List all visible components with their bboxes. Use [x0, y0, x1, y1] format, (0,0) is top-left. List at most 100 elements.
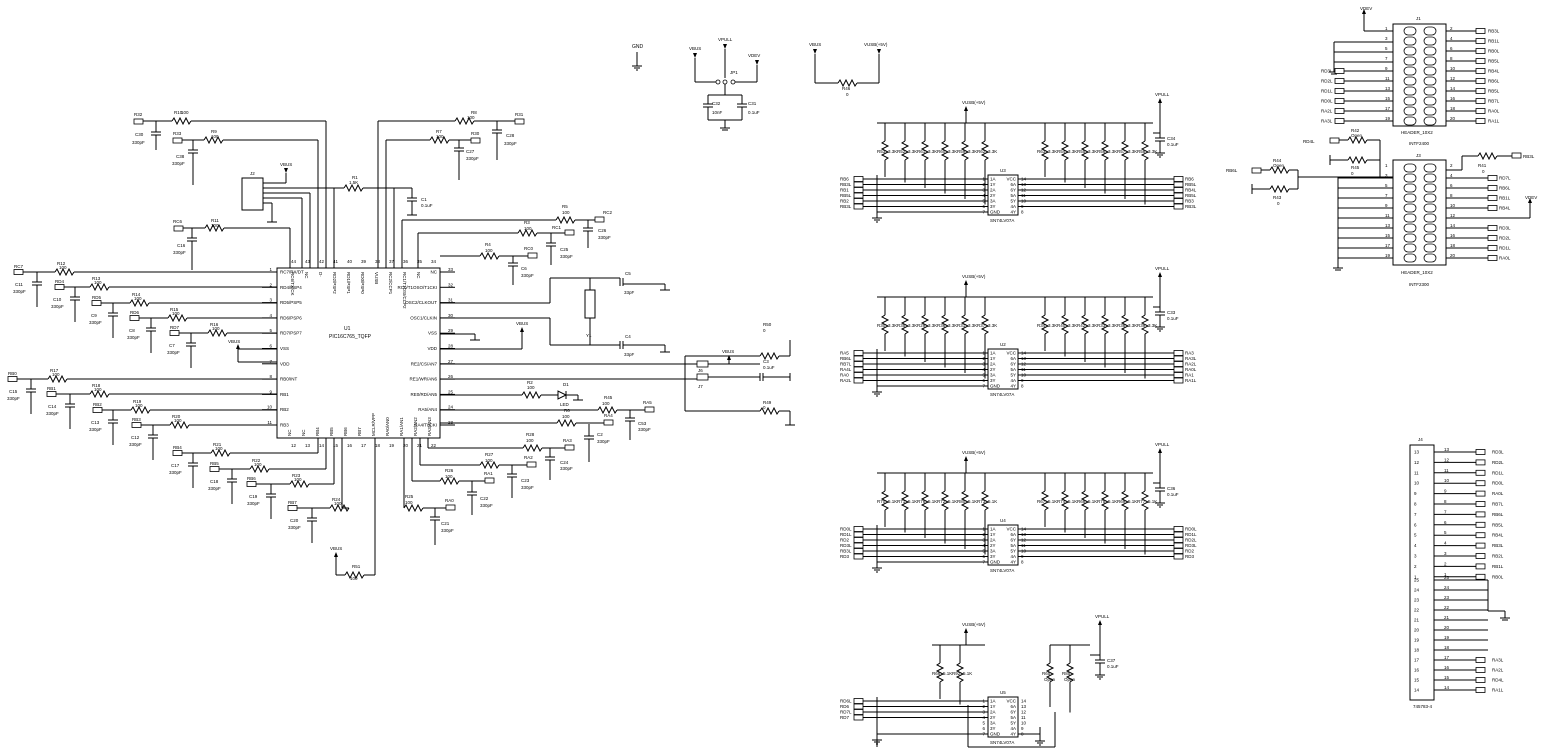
u1-pin-num: 37: [389, 259, 395, 264]
c53-ref: C53: [638, 421, 647, 426]
y1-crystal: [584, 289, 596, 319]
vusb-arrow: [964, 456, 968, 461]
u1-part: PIC16C765_TQFP: [329, 334, 372, 340]
capacitor-ref: C7: [169, 343, 175, 348]
resistor-value: 3.3K: [1128, 149, 1137, 154]
j1-part: HEADER_10X2: [1401, 130, 1433, 135]
j4-pin-num-outer: 4: [1444, 541, 1447, 546]
ra4-label: RA4: [604, 413, 613, 418]
capacitor-value: 330pF: [169, 470, 182, 475]
resistor-value: 3.3K: [908, 323, 917, 328]
buffer-pin-name: 1Y: [990, 532, 996, 537]
j3-body: [1392, 159, 1447, 266]
j4-net: RD2L: [1492, 460, 1504, 465]
j1-body: [1392, 23, 1447, 127]
c30-value: 330pF: [132, 140, 145, 145]
pullup-resistor: [940, 140, 950, 161]
r26-value: 100: [445, 474, 453, 479]
resistor-value: 3.3K: [988, 323, 997, 328]
buffer-pin-name: VCC: [1006, 699, 1016, 704]
j3-right-net: RA0L: [1499, 256, 1511, 261]
j3-pin-socket: [1423, 213, 1437, 223]
r27-ref: R27: [485, 452, 494, 457]
j4-pin-num-outer: 12: [1444, 457, 1450, 462]
j4-pin-num-outer: 24: [1444, 585, 1450, 590]
buffer-in-net: RD2: [840, 538, 849, 543]
j1-pin-socket: [1423, 96, 1437, 106]
vusb-label-r46: VUSB(+5V): [864, 42, 888, 47]
buffer-out-net: RA3: [1185, 351, 1194, 356]
u1-pin-name: RA0/AN0: [385, 417, 390, 436]
ra3-label: RA3: [563, 438, 572, 443]
buffer-in-port: [853, 361, 864, 367]
r45-j3-ref: R45: [1351, 165, 1360, 170]
c23-ref: C23: [521, 478, 530, 483]
buffer-out-port: [1173, 548, 1184, 554]
j3-pin-socket: [1403, 163, 1417, 173]
u1-pin-name: RC1/T1OSI/CCP2: [402, 272, 407, 309]
buffer-pin-name: 6A: [1010, 182, 1016, 187]
resistor-r21: [210, 448, 231, 458]
c2-value: 330pF: [597, 439, 610, 444]
resistor-ref: R29: [917, 323, 926, 328]
j1-left-net: RA3L: [1321, 119, 1333, 124]
j4-port: [1475, 511, 1486, 518]
u1-bottom-networks: R28 100 RA3 C2 330pF C24 330pF R27 100 R…: [330, 424, 610, 581]
net-label-rd4: RD4: [55, 279, 64, 284]
r45-ref: R45: [604, 395, 613, 400]
c16-ref: C16: [177, 243, 186, 248]
c4-ref: C4: [625, 334, 631, 339]
j1-pin-num: 1: [1385, 26, 1388, 31]
j4-net: RB4L: [1492, 533, 1504, 538]
buffer-ref: U3: [1000, 168, 1006, 173]
u1-body: [276, 267, 441, 439]
u1-pin-num: 31: [448, 298, 454, 303]
u1-pin-name: RE1/WR/AN6: [409, 377, 437, 382]
buffer-pin-num: 9: [1021, 726, 1024, 731]
j1-pin-socket: [1423, 26, 1437, 36]
buffer-out-net: RB3: [1185, 199, 1194, 204]
buffer-out-port: [1173, 361, 1184, 367]
j3-right-port: [1487, 205, 1498, 211]
vbus-label: VBUS: [689, 46, 701, 51]
buffer-pin-name: 5A: [1010, 715, 1016, 720]
buffer-in-net: RB7L: [840, 362, 852, 367]
vpull-label: VPULL: [1095, 614, 1110, 619]
j3-right-port: [1487, 235, 1498, 241]
u1-pin-name: RD7/PSP7: [280, 331, 302, 336]
j1-pin-socket: [1423, 36, 1437, 46]
buffer-out-net: RA0L: [1185, 367, 1197, 372]
j4-pin-num: 17: [1414, 658, 1420, 663]
pullup-resistor: [980, 490, 990, 511]
j4-pin-num-outer: 20: [1444, 625, 1450, 630]
net-label-rb4: RB4: [173, 445, 182, 450]
resistor-ref: R39: [1137, 323, 1146, 328]
u1-pin-name: NC: [416, 272, 421, 279]
vdd-vbus-label: VBUS: [516, 321, 528, 326]
buffer-in-net: RB5L: [840, 193, 852, 198]
resistor-r24: [329, 503, 350, 513]
r46-value: 0: [846, 92, 849, 97]
j1-pin-socket: [1403, 86, 1417, 96]
u1-pin-name: RB2: [280, 407, 289, 412]
u1-pin-name: RD4/PSP4: [280, 285, 302, 290]
u1-pin-num: 10: [267, 405, 273, 410]
buffer-in-net: RD3L: [840, 543, 852, 548]
u1-pin-name: RB6: [343, 427, 348, 436]
c25-value: 330pF: [560, 254, 573, 259]
buffer-part: SN74LV07A: [990, 218, 1014, 223]
resistor-r20: [169, 420, 190, 430]
capacitor-value: 330pF: [89, 427, 102, 432]
buffer-out-net: RB4L: [1185, 188, 1197, 193]
left-rc-networks: RC7R12100C11330pFRD4R13100C10330pFRD5R14…: [7, 261, 350, 543]
resistor-r15: [167, 313, 188, 323]
net-port-rb6: [246, 481, 257, 487]
buffer-pin-name: VCC: [1006, 177, 1016, 182]
resistor-ref: R65: [1042, 671, 1051, 676]
j1-pin-num: 5: [1385, 46, 1388, 51]
j3-pin-num: 12: [1450, 213, 1456, 218]
j1-pin-socket: [1403, 56, 1417, 66]
j1-pin-socket: [1403, 66, 1417, 76]
